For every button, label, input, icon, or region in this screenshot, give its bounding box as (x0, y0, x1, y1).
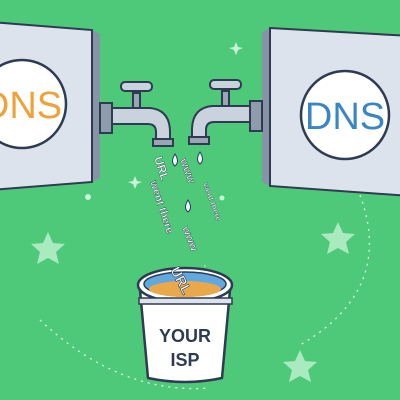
droplet-icon (172, 153, 178, 167)
right-dns-badge (299, 69, 391, 161)
left-dns-badge (0, 58, 68, 150)
faucet-icon (99, 81, 174, 147)
bucket-line-1: YOUR (159, 326, 211, 346)
dashed-path-right (299, 194, 371, 346)
sparkle-star-icon (321, 222, 355, 254)
dashed-path-left (39, 319, 211, 390)
droplet-icon (185, 199, 191, 213)
bucket-body (138, 288, 232, 384)
left-dns-label: DNS (0, 85, 62, 127)
right-panel-side (262, 28, 270, 186)
right-server-panel: DNS (262, 26, 400, 197)
bucket-band (138, 297, 233, 305)
right-dns-label: DNS (305, 96, 385, 138)
sparkle-star-icon (229, 42, 243, 55)
bucket-line-2: ISP (170, 350, 199, 370)
droplet-icon (197, 151, 203, 165)
sparkle-star-icon (128, 176, 142, 189)
left-server-panel: DNS (0, 21, 100, 191)
sparkle-dot (219, 195, 225, 201)
left-panel-side (92, 30, 100, 182)
sparkle-star-icon (31, 232, 65, 264)
bucket-liquid (149, 281, 221, 297)
sparkle-star-icon (283, 350, 317, 382)
isp-bucket: URL YOUR ISP (136, 264, 234, 384)
faucet-icon (188, 79, 263, 145)
sparkle-dot (85, 194, 91, 200)
